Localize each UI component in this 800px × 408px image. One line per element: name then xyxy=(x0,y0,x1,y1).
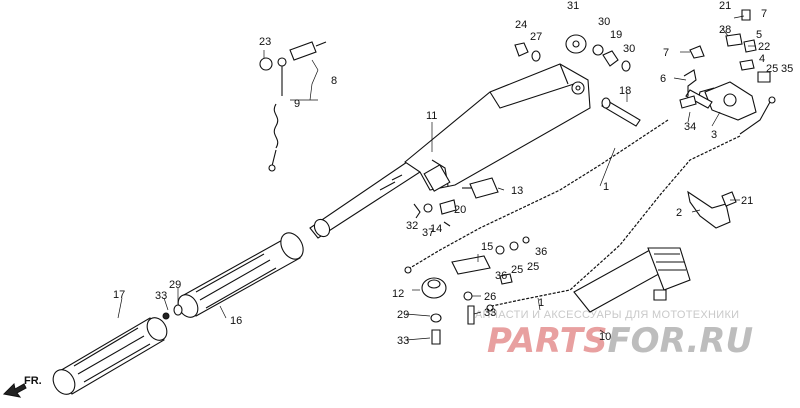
callout-9: 9 xyxy=(294,98,300,110)
callout-23: 23 xyxy=(259,36,271,48)
svg-text:PARTSFOR.RU: PARTSFOR.RU xyxy=(487,321,753,361)
front-direction-arrow: FR. xyxy=(2,375,42,398)
callout-7-right: 7 xyxy=(761,8,767,20)
callout-1-shift-cable: 1 xyxy=(538,297,544,309)
callout-36-left: 36 xyxy=(495,270,507,282)
cable-bracket xyxy=(687,190,737,229)
callout-29-bottom: 29 xyxy=(397,309,409,321)
callout-26: 26 xyxy=(484,291,496,303)
callout-34: 34 xyxy=(684,121,696,133)
callout-10: 10 xyxy=(599,331,611,343)
callout-11: 11 xyxy=(426,110,437,122)
callout-33-mid: 33 xyxy=(484,307,496,319)
lever-assembly xyxy=(679,9,776,135)
small-parts xyxy=(413,177,530,345)
callout-20: 20 xyxy=(454,204,466,216)
callout-27: 27 xyxy=(530,31,542,43)
watermark-brand-part1: PARTS xyxy=(487,321,607,361)
callout-4: 4 xyxy=(759,53,765,65)
callout-30-top: 30 xyxy=(598,16,610,28)
callout-17: 17 xyxy=(113,289,125,301)
callout-22: 22 xyxy=(758,41,770,53)
callout-18: 18 xyxy=(619,85,631,97)
callout-21-bracket: 21 xyxy=(741,195,753,207)
grip xyxy=(52,304,183,395)
callout-5: 5 xyxy=(756,29,762,41)
pivot-bolt xyxy=(601,97,641,127)
callout-21-top: 21 xyxy=(719,0,731,12)
callout-30-lower: 30 xyxy=(623,43,635,55)
callout-28: 28 xyxy=(719,24,731,36)
callout-32: 32 xyxy=(406,220,418,232)
callout-8: 8 xyxy=(331,75,337,87)
washer-stack-top xyxy=(514,34,631,72)
callout-25-left: 25 xyxy=(511,264,523,276)
watermark: ЗАПЧАСТИ И АКСЕССУАРЫ ДЛЯ МОТОТЕХНИКИ PA… xyxy=(468,309,753,361)
callouts: 1 1 2 3 4 5 6 7 7 8 9 10 11 12 13 14 15 … xyxy=(113,0,793,347)
callout-31: 31 xyxy=(567,0,579,12)
callout-37: 37 xyxy=(422,227,434,239)
callout-14: 14 xyxy=(430,223,442,235)
callout-15: 15 xyxy=(481,241,493,253)
watermark-brand-part2: FOR.RU xyxy=(607,321,753,361)
callout-3: 3 xyxy=(711,129,717,141)
leader-lines xyxy=(117,15,756,341)
callout-1-throttle-cable: 1 xyxy=(603,181,609,193)
callout-2: 2 xyxy=(676,207,682,219)
stop-switch xyxy=(259,41,327,172)
callout-36-right: 36 xyxy=(535,246,547,258)
callout-19: 19 xyxy=(610,29,622,41)
callout-7-left: 7 xyxy=(663,47,669,59)
throttle-grip xyxy=(177,232,304,318)
callout-33-grip: 33 xyxy=(155,290,167,302)
shift-boot xyxy=(573,247,691,313)
tiller-handle xyxy=(309,63,591,239)
callout-16: 16 xyxy=(230,315,242,327)
callout-12: 12 xyxy=(392,288,404,300)
watermark-subtitle: ЗАПЧАСТИ И АКСЕССУАРЫ ДЛЯ МОТОТЕХНИКИ xyxy=(468,309,739,321)
front-direction-label: FR. xyxy=(24,375,42,387)
callout-25-mid: 25 xyxy=(527,261,539,273)
callout-13: 13 xyxy=(511,185,523,197)
callout-24: 24 xyxy=(515,19,527,31)
callout-29-grip: 29 xyxy=(169,279,181,291)
callout-35: 35 xyxy=(781,63,793,75)
callout-33-bottom: 33 xyxy=(397,335,409,347)
callout-6: 6 xyxy=(660,73,666,85)
callout-25-right: 25 xyxy=(766,63,778,75)
